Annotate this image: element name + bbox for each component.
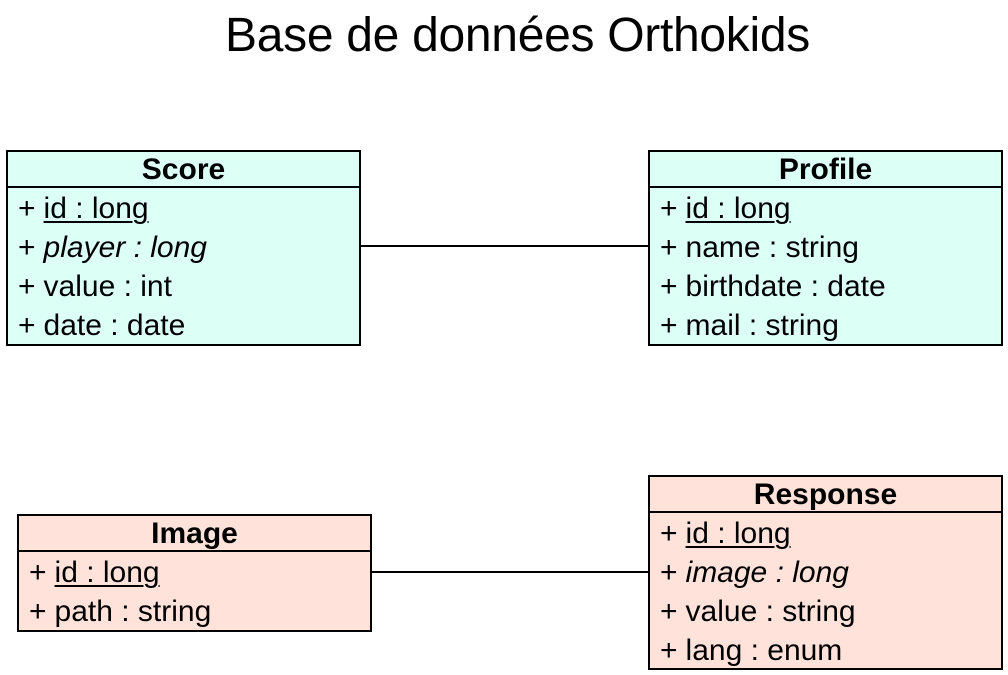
- entity-score-attributes: +id : long+player : long+value : int+dat…: [8, 188, 359, 345]
- attribute-visibility: +: [660, 192, 678, 225]
- attribute-row: +date : date: [18, 306, 359, 345]
- attribute-row: +id : long: [18, 189, 359, 228]
- attribute-visibility: +: [660, 595, 678, 628]
- entity-profile: Profile +id : long+name : string+birthda…: [648, 150, 1003, 346]
- attribute-label: mail : string: [685, 309, 839, 342]
- attribute-label: value : string: [685, 595, 856, 628]
- attribute-label: lang : enum: [685, 634, 843, 667]
- attribute-visibility: +: [660, 270, 678, 303]
- attribute-label: id : long: [54, 556, 160, 589]
- attribute-label: id : long: [685, 192, 791, 225]
- entity-response-name: Response: [650, 477, 1001, 513]
- attribute-visibility: +: [660, 556, 678, 589]
- attribute-label: id : long: [685, 517, 791, 550]
- attribute-visibility: +: [660, 309, 678, 342]
- attribute-row: +value : string: [660, 592, 1001, 631]
- attribute-visibility: +: [660, 634, 678, 667]
- attribute-label: image : long: [685, 556, 849, 589]
- attribute-row: +id : long: [660, 189, 1001, 228]
- attribute-label: path : string: [54, 595, 212, 628]
- attribute-visibility: +: [18, 270, 36, 303]
- attribute-row: +player : long: [18, 228, 359, 267]
- relation-image-response: [370, 571, 649, 573]
- entity-image-name: Image: [19, 516, 370, 552]
- diagram-title: Base de données Orthokids: [225, 9, 810, 62]
- attribute-row: +image : long: [660, 553, 1001, 592]
- attribute-visibility: +: [660, 231, 678, 264]
- attribute-row: +name : string: [660, 228, 1001, 267]
- attribute-row: +path : string: [29, 592, 370, 631]
- relation-score-profile: [359, 245, 649, 247]
- attribute-row: +id : long: [29, 553, 370, 592]
- entity-profile-attributes: +id : long+name : string+birthdate : dat…: [650, 188, 1001, 345]
- attribute-row: +mail : string: [660, 306, 1001, 345]
- entity-response: Response +id : long+image : long+value :…: [648, 475, 1003, 670]
- entity-score: Score +id : long+player : long+value : i…: [6, 150, 361, 346]
- attribute-label: birthdate : date: [685, 270, 886, 303]
- attribute-row: +lang : enum: [660, 631, 1001, 670]
- attribute-label: player : long: [43, 231, 207, 264]
- attribute-label: date : date: [43, 309, 186, 342]
- attribute-row: +birthdate : date: [660, 267, 1001, 306]
- attribute-visibility: +: [29, 556, 47, 589]
- attribute-visibility: +: [18, 231, 36, 264]
- attribute-row: +id : long: [660, 514, 1001, 553]
- entity-response-attributes: +id : long+image : long+value : string+l…: [650, 513, 1001, 670]
- attribute-row: +value : int: [18, 267, 359, 306]
- entity-score-name: Score: [8, 152, 359, 188]
- attribute-label: value : int: [43, 270, 172, 303]
- entity-image: Image +id : long+path : string: [17, 514, 372, 632]
- attribute-label: id : long: [43, 192, 149, 225]
- entity-profile-name: Profile: [650, 152, 1001, 188]
- attribute-visibility: +: [29, 595, 47, 628]
- attribute-visibility: +: [18, 192, 36, 225]
- attribute-visibility: +: [18, 309, 36, 342]
- attribute-visibility: +: [660, 517, 678, 550]
- entity-image-attributes: +id : long+path : string: [19, 552, 370, 631]
- attribute-label: name : string: [685, 231, 859, 264]
